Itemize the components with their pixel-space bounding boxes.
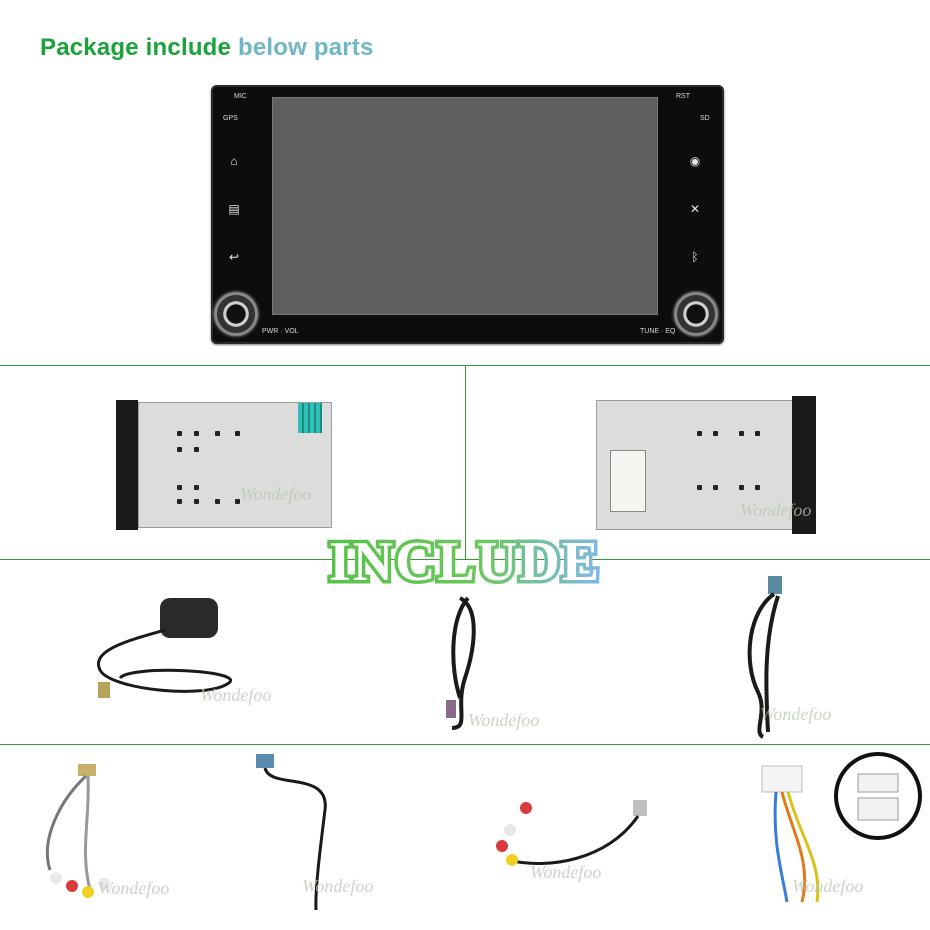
watermark-harness-2: Wondefoo	[302, 876, 374, 896]
title-part-2: below parts	[237, 34, 374, 61]
watermark-cable-3: Wondefoo	[760, 704, 832, 724]
divider-2	[0, 559, 930, 560]
include-banner: INCLUDE	[325, 528, 602, 597]
title-part-1: Package include	[40, 34, 232, 61]
volume-knob[interactable]	[214, 292, 258, 336]
navigation-icon[interactable]: ◉	[689, 154, 701, 168]
usb-cable	[256, 754, 327, 911]
antenna-adapter-cable	[747, 576, 782, 739]
watermark-cable-2: Wondefoo	[468, 710, 540, 730]
mute-icon[interactable]: ✕	[689, 202, 701, 216]
watermark-chassis-left: Wondefoo	[240, 484, 312, 504]
watermark-chassis-right: Wondefoo	[740, 500, 812, 520]
rca-harness-right	[496, 800, 647, 866]
chassis-left-bracket	[116, 400, 138, 530]
page-title: Package include below parts	[40, 34, 374, 62]
back-icon[interactable]: ↩	[228, 250, 240, 264]
right-knob-label: TUNE · EQ	[640, 328, 676, 335]
left-knob-label: PWR · VOL	[262, 328, 299, 335]
watermark-harness-4: Wondefoo	[792, 876, 864, 896]
divider-3	[0, 744, 930, 745]
radio-icon[interactable]: ▤	[228, 202, 240, 216]
barcode-label	[610, 450, 646, 512]
home-icon[interactable]: ⌂	[230, 154, 238, 168]
rca-harness-left	[45, 764, 110, 898]
rst-label: RST	[676, 93, 690, 100]
gps-label: GPS	[223, 115, 238, 122]
include-text: INCLUDE	[329, 531, 601, 593]
chassis-right-bracket	[792, 396, 816, 534]
tune-knob[interactable]	[674, 292, 718, 336]
sd-label: SD	[700, 115, 710, 122]
divider-vertical	[465, 365, 466, 559]
power-harness	[761, 752, 922, 903]
gps-antenna	[96, 598, 232, 698]
watermark-harness-1: Wondefoo	[98, 878, 170, 898]
bluetooth-icon[interactable]: ᛒ	[691, 250, 699, 264]
green-connector-left	[298, 403, 322, 433]
mic-label: MIC	[234, 93, 247, 100]
head-unit-screen	[272, 97, 658, 315]
watermark-harness-3: Wondefoo	[530, 862, 602, 882]
watermark-gps: Wondefoo	[200, 685, 272, 705]
extension-cable	[446, 596, 476, 730]
